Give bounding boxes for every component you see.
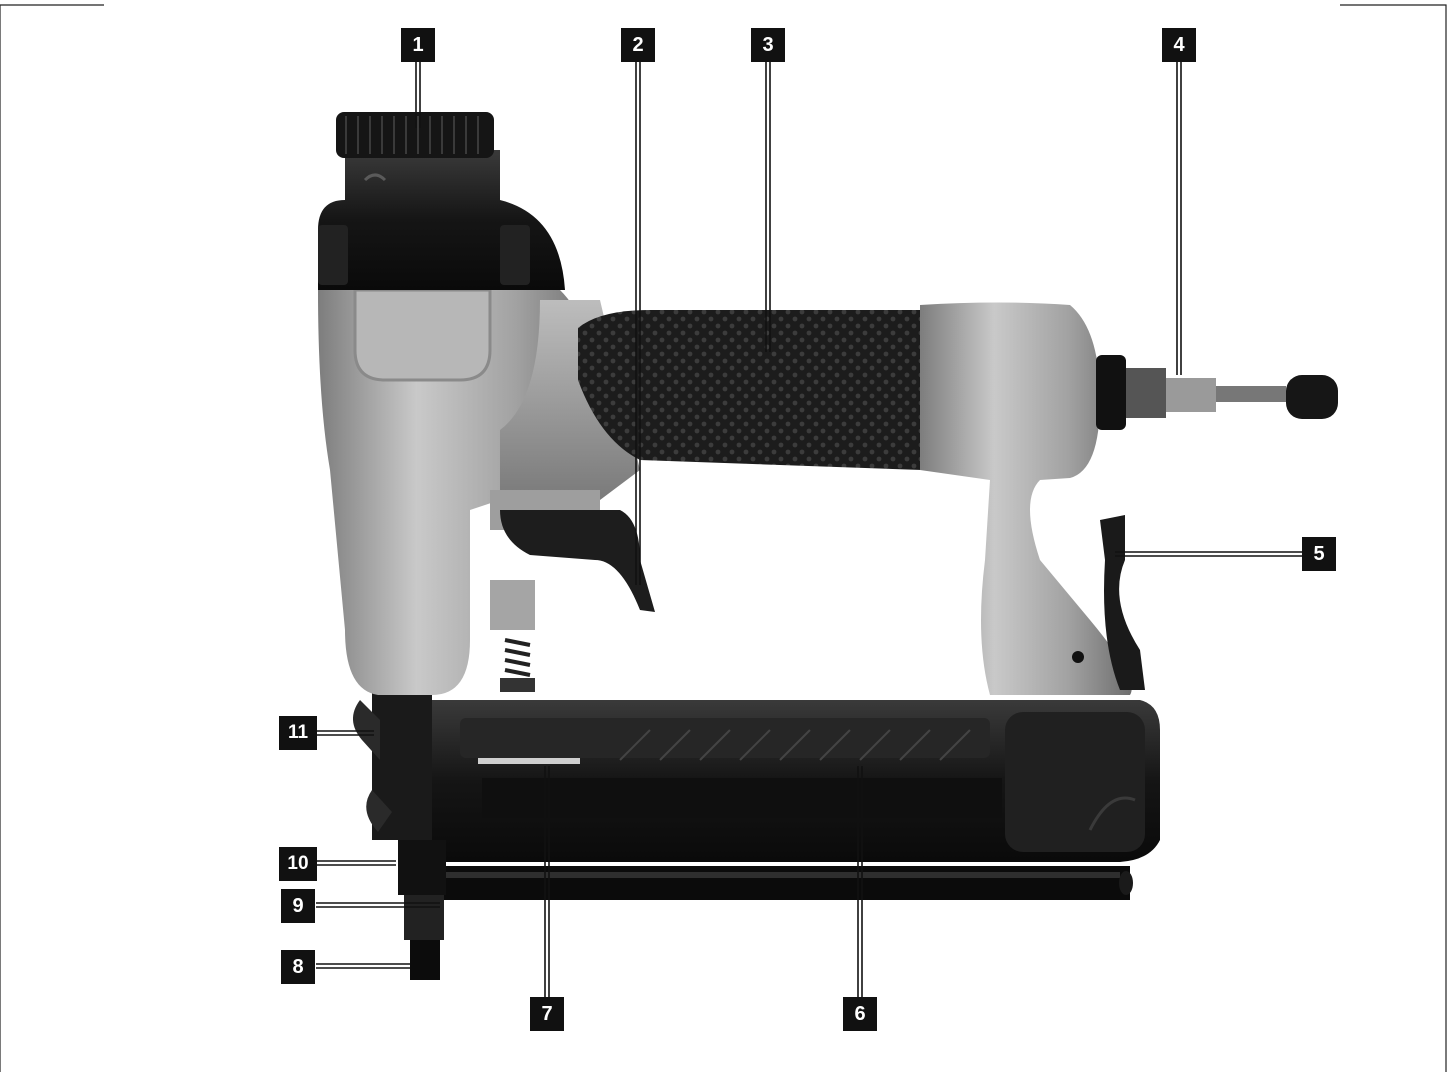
- callout-10: 10: [279, 847, 317, 881]
- safety-spring: [500, 638, 535, 692]
- callout-2: 2: [621, 28, 655, 62]
- callout-11: 11: [279, 716, 317, 750]
- magazine-rail: [410, 866, 1133, 900]
- callout-9: 9: [281, 889, 315, 923]
- leader-lines: [316, 62, 1302, 998]
- handle-grip: [578, 310, 940, 470]
- trigger: [490, 490, 655, 630]
- callout-5: 5: [1302, 537, 1336, 571]
- callout-4: 4: [1162, 28, 1196, 62]
- callout-6: 6: [843, 997, 877, 1031]
- magazine-body: [425, 700, 1160, 862]
- rear-housing: [920, 302, 1145, 695]
- callout-1: 1: [401, 28, 435, 62]
- callout-7: 7: [530, 997, 564, 1031]
- exhaust-cap: [318, 112, 565, 290]
- air-fitting: [1096, 355, 1338, 430]
- callout-3: 3: [751, 28, 785, 62]
- page-border: [0, 4, 1447, 1072]
- nailer-illustration: [318, 112, 1338, 980]
- callout-8: 8: [281, 950, 315, 984]
